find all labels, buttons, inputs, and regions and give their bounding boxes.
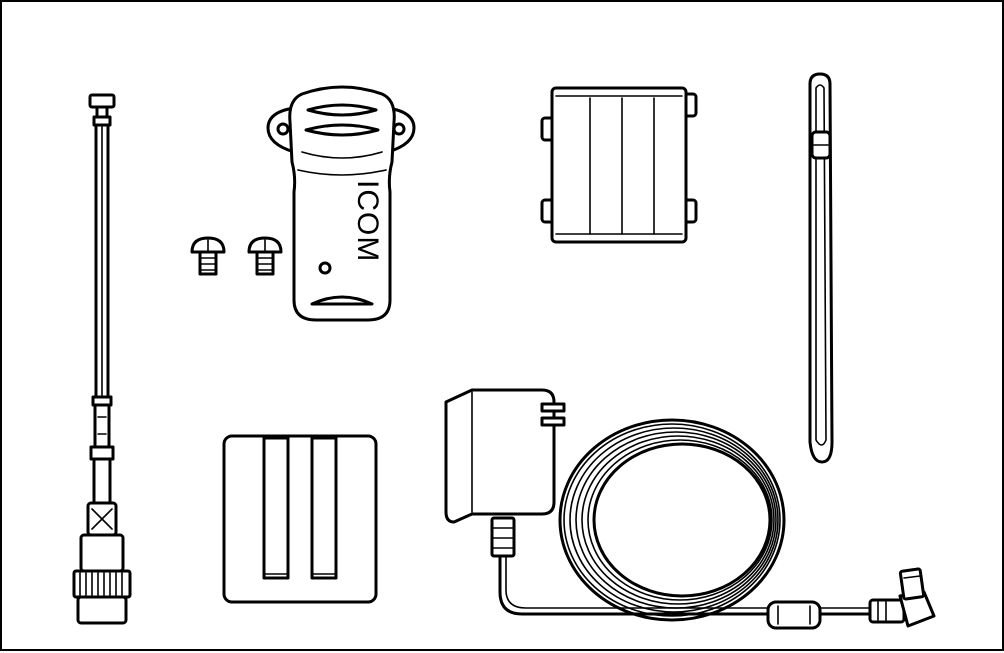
battery-case — [540, 86, 698, 244]
screw-left — [190, 236, 226, 276]
battery-pack — [222, 434, 378, 604]
hand-strap — [808, 72, 834, 464]
ac-adapter — [444, 388, 936, 630]
clip-logo-text: ICOM — [351, 180, 384, 262]
antenna-knurl — [79, 572, 123, 596]
screw-right — [247, 236, 283, 276]
antenna — [72, 93, 132, 625]
ac-adapter-cable-coil — [558, 418, 786, 622]
screws — [190, 236, 283, 276]
belt-clip: ICOM — [266, 85, 416, 322]
